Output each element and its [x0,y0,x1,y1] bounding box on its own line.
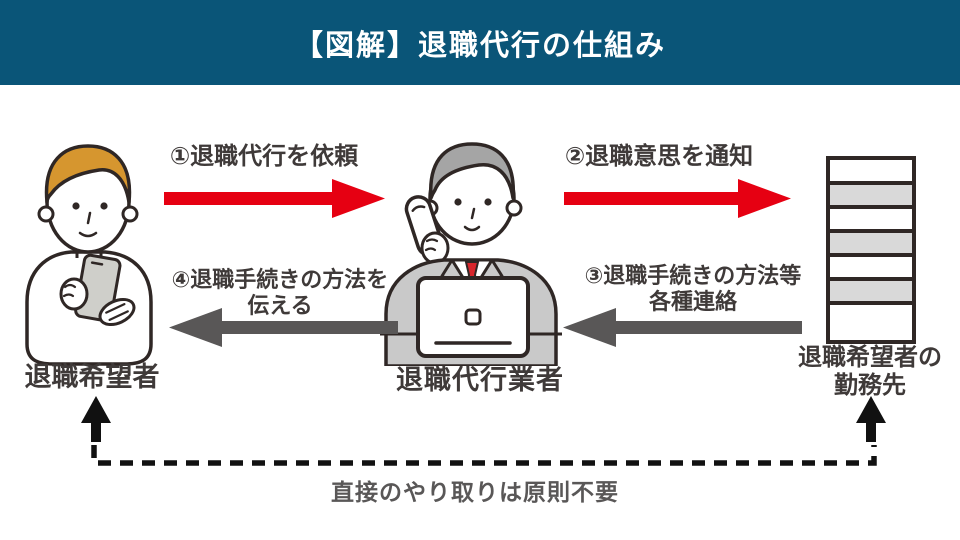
flow-step2-arrow [564,178,792,218]
employer-label: 退職希望者の 勤務先 [790,344,950,399]
flow-step1-arrow [164,178,386,218]
flow-step4-line2: 伝える [247,293,313,319]
flow-step3-line2: 各種連絡 [648,289,737,315]
diagram: ①退職代行を依頼 ②退職意思を通知 ④退職手続きの方法を 伝える ③退職手続きの… [0,85,960,540]
flow-step4-arrow [168,307,398,347]
flow-step3-label: ③退職手続きの方法等 各種連絡 [563,263,823,316]
flow-step2-label: ②退職意思を通知 [564,143,754,170]
up-arrow-icon [81,396,111,442]
title-bar: 【図解】退職代行の仕組み [0,0,960,85]
client-illustration [17,140,167,368]
client-label: 退職希望者 [24,362,160,392]
employer-illustration [826,156,916,344]
dashed-connector [84,444,884,468]
office-building-icon [826,156,916,344]
agency-label: 退職代行業者 [396,365,564,395]
client-up-arrow [81,396,111,442]
flow-step4-line1: ④退職手続きの方法を [171,267,389,292]
gray-left-arrow-icon [169,308,398,347]
flow-step3-arrow [562,307,802,347]
flow-step3-line1: ③退職手続きの方法等 [584,263,802,288]
gray-left-arrow-icon [563,308,802,347]
person-with-smartphone-icon [25,144,153,366]
agency-illustration [380,138,562,366]
footer-note: 直接のやり取りは原則不要 [331,479,619,505]
dashed-line [91,445,877,466]
agent-with-phone-and-laptop-icon [380,142,562,366]
page-title: 【図解】退職代行の仕組み [293,29,666,62]
flow-step1-label: ①退職代行を依頼 [169,143,359,170]
red-right-arrow-icon [564,179,791,218]
employer-label-line2: 勤務先 [834,371,906,399]
flow-step4-label: ④退職手続きの方法を 伝える [166,267,394,320]
up-arrow-icon [856,396,886,442]
red-right-arrow-icon [164,179,385,218]
employer-up-arrow [856,396,886,442]
employer-label-line1: 退職希望者の [798,344,942,371]
